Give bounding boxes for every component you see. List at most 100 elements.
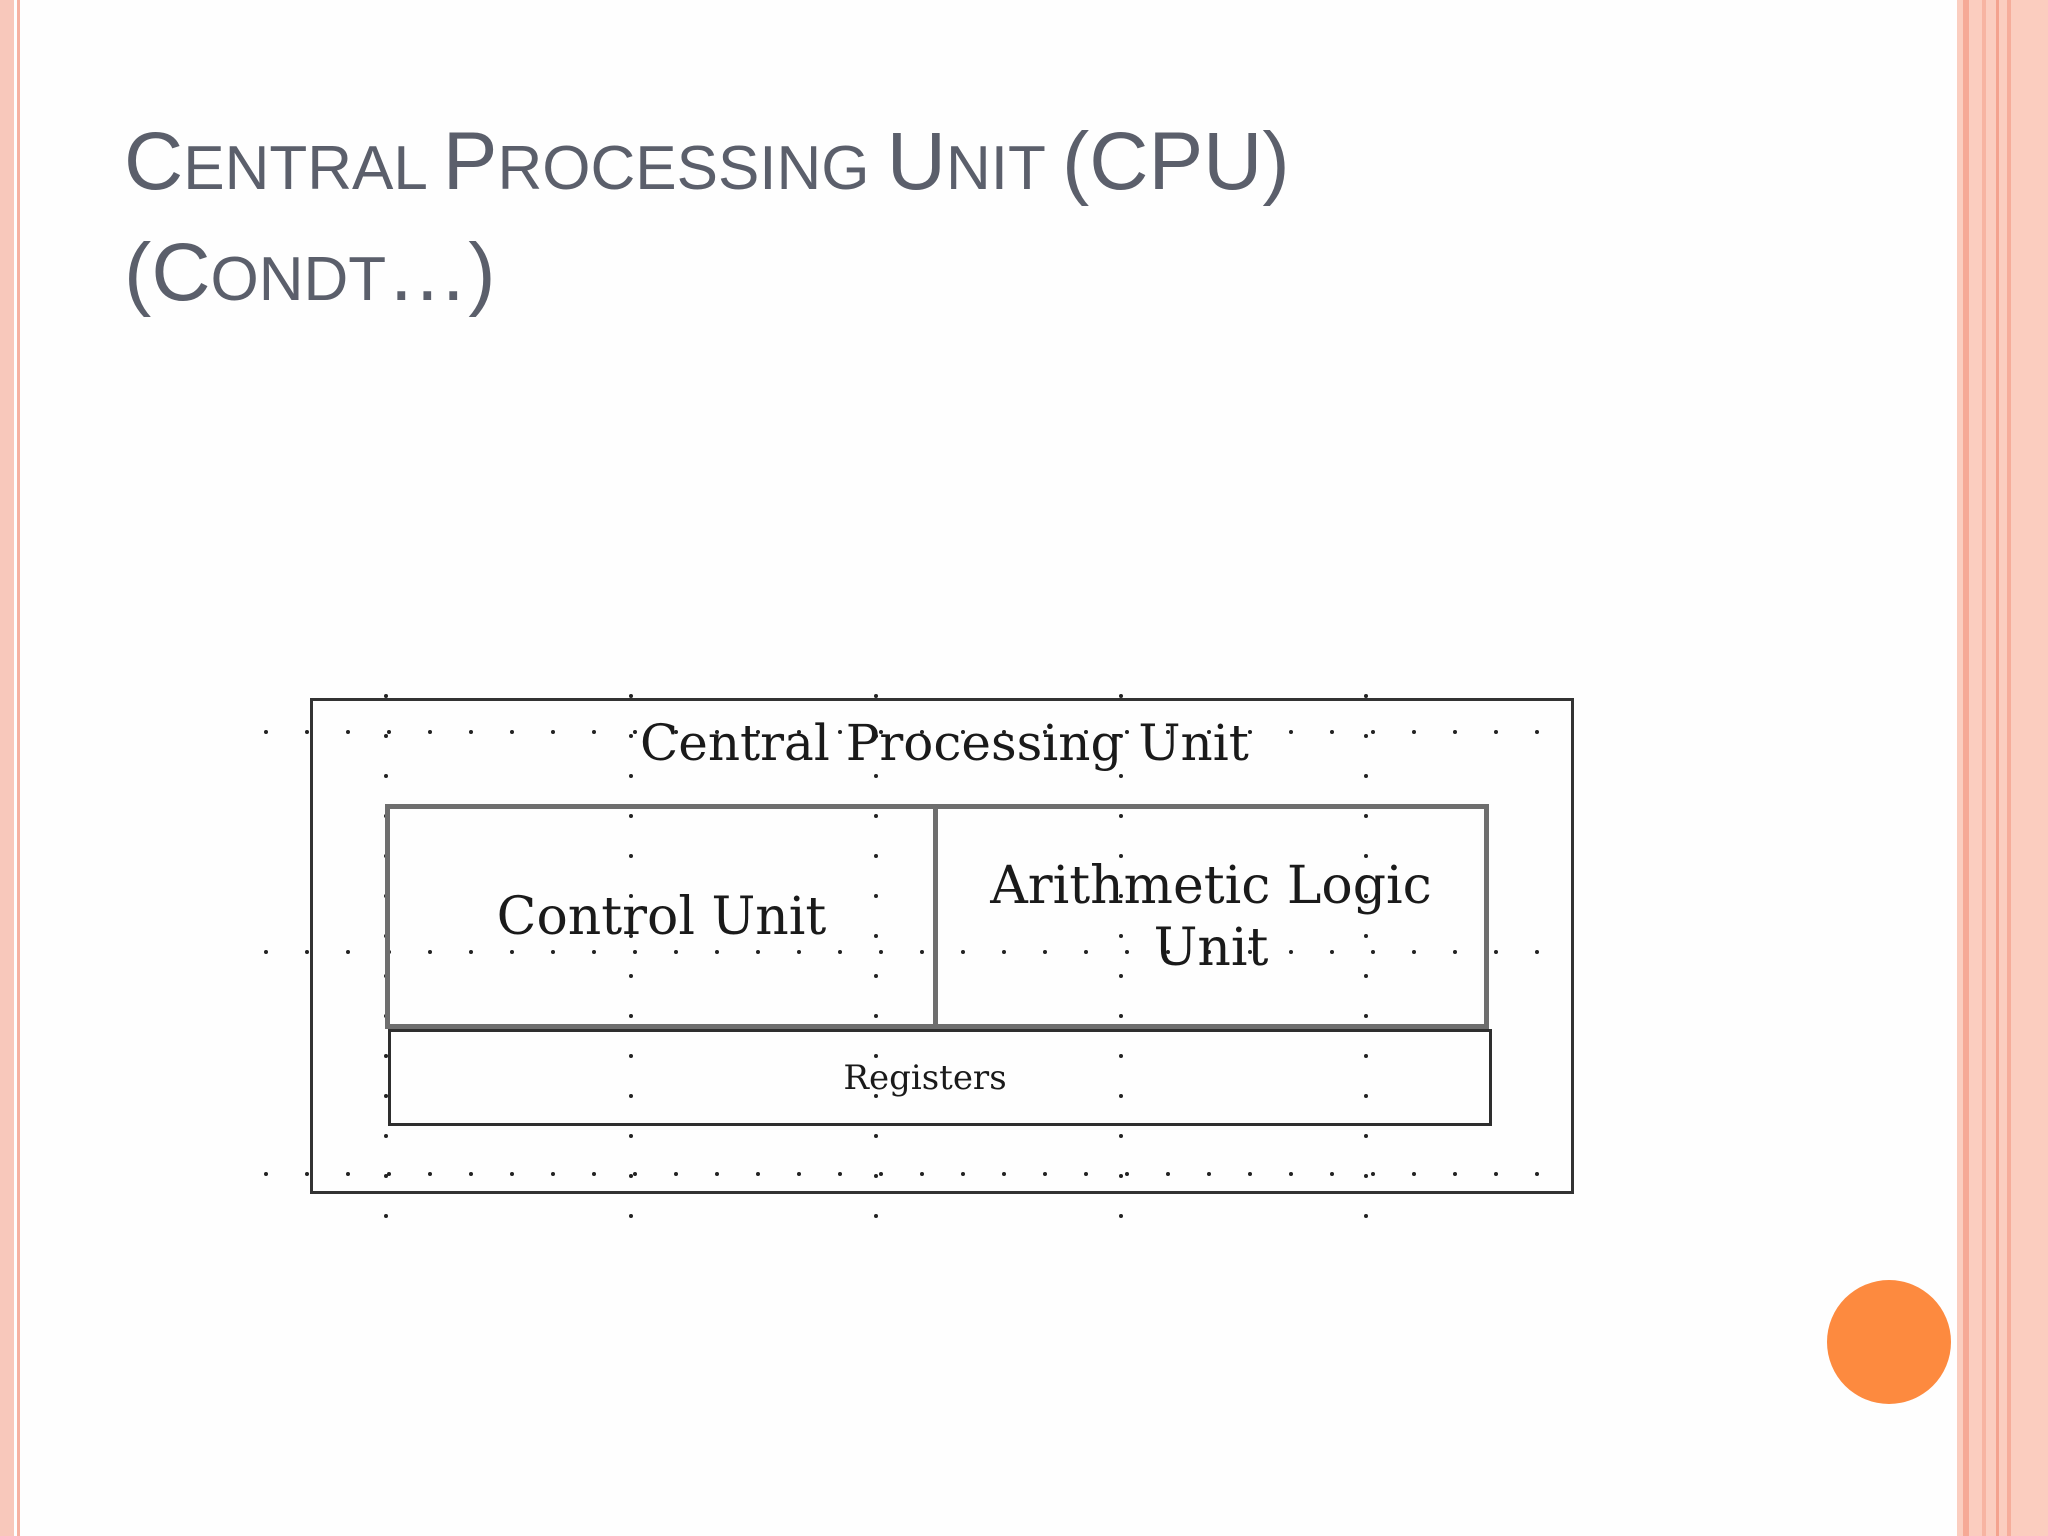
grid-dot	[797, 950, 801, 954]
title-cap: C	[151, 227, 211, 318]
grid-dot	[879, 1172, 883, 1176]
grid-dot	[797, 730, 801, 734]
grid-dot	[346, 950, 350, 954]
cpu-components-row: Control Unit Arithmetic Logic Unit	[385, 804, 1489, 1029]
grid-dot	[756, 950, 760, 954]
grid-dot	[629, 974, 633, 978]
grid-dot	[305, 1172, 309, 1176]
grid-dot	[384, 1134, 388, 1138]
alu-label-line-1: Arithmetic Logic	[990, 855, 1432, 916]
title-cap: P	[442, 116, 498, 207]
grid-dot	[551, 950, 555, 954]
grid-dot	[1119, 814, 1123, 818]
grid-dot	[1364, 814, 1368, 818]
grid-dot	[874, 1134, 878, 1138]
grid-dot	[838, 950, 842, 954]
grid-dot	[387, 1172, 391, 1176]
grid-dot	[1494, 730, 1498, 734]
grid-dot	[1084, 730, 1088, 734]
grid-dot	[1084, 1172, 1088, 1176]
grid-dot	[1371, 1172, 1375, 1176]
right-stripe	[2007, 0, 2011, 1536]
grid-dot	[264, 1172, 268, 1176]
grid-dot	[510, 950, 514, 954]
title-cap: C	[124, 116, 184, 207]
grid-dot	[874, 974, 878, 978]
grid-dot	[874, 774, 878, 778]
grid-dot	[1119, 1134, 1123, 1138]
title-smallcaps: ROCESSING	[497, 134, 887, 203]
grid-dot	[1535, 950, 1539, 954]
grid-dot	[1453, 1172, 1457, 1176]
grid-dot	[1289, 1172, 1293, 1176]
grid-dot	[838, 1172, 842, 1176]
grid-dot	[633, 1172, 637, 1176]
grid-dot	[469, 730, 473, 734]
orange-circle-decoration	[1827, 1280, 1951, 1404]
grid-dot	[384, 774, 388, 778]
grid-dot	[1364, 1214, 1368, 1218]
grid-dot	[1535, 1172, 1539, 1176]
left-decorative-border	[0, 0, 14, 1536]
grid-dot	[1364, 1094, 1368, 1098]
grid-dot	[629, 894, 633, 898]
grid-dot	[1002, 730, 1006, 734]
grid-dot	[879, 950, 883, 954]
title-line-1: CENTRAL PROCESSING UNIT (CPU)	[124, 110, 1624, 221]
grid-dot	[715, 950, 719, 954]
grid-dot	[920, 1172, 924, 1176]
left-decorative-line	[17, 0, 20, 1536]
grid-dot	[469, 950, 473, 954]
control-unit-label: Control Unit	[496, 886, 827, 947]
grid-dot	[1119, 694, 1123, 698]
grid-dot	[629, 1214, 633, 1218]
grid-dot	[1248, 950, 1252, 954]
grid-dot	[384, 1174, 388, 1178]
grid-dot	[629, 1014, 633, 1018]
grid-dot	[920, 950, 924, 954]
grid-dot	[1119, 854, 1123, 858]
grid-dot	[1330, 730, 1334, 734]
grid-dot	[1364, 1174, 1368, 1178]
title-tail: …)	[386, 227, 496, 318]
grid-dot	[920, 730, 924, 734]
grid-dot	[874, 734, 878, 738]
grid-dot	[1330, 1172, 1334, 1176]
grid-dot	[1119, 1094, 1123, 1098]
grid-dot	[551, 1172, 555, 1176]
cpu-diagram: Central Processing Unit Control Unit Ari…	[260, 690, 1600, 1230]
dot-grid-background	[264, 694, 1539, 1218]
alu-label: Arithmetic Logic Unit	[990, 855, 1432, 979]
grid-dot	[1364, 1134, 1368, 1138]
alu-label-line-2: Unit	[1153, 917, 1269, 978]
grid-dot	[1119, 1054, 1123, 1058]
grid-dot	[756, 1172, 760, 1176]
grid-dot	[1494, 1172, 1498, 1176]
grid-dot	[305, 950, 309, 954]
grid-dot	[1412, 1172, 1416, 1176]
grid-dot	[1166, 1172, 1170, 1176]
registers-label: Registers	[843, 1057, 1007, 1098]
grid-dot	[428, 730, 432, 734]
grid-dot	[874, 1094, 878, 1098]
grid-dot	[1125, 950, 1129, 954]
grid-dot	[1289, 950, 1293, 954]
grid-dot	[715, 730, 719, 734]
grid-dot	[1119, 1014, 1123, 1018]
grid-dot	[510, 730, 514, 734]
grid-dot	[961, 730, 965, 734]
grid-dot	[384, 1214, 388, 1218]
grid-dot	[264, 950, 268, 954]
grid-dot	[874, 934, 878, 938]
alu-box: Arithmetic Logic Unit	[938, 809, 1484, 1024]
title-smallcaps: NIT	[945, 134, 1062, 203]
grid-dot	[874, 1014, 878, 1018]
grid-dot	[797, 1172, 801, 1176]
grid-dot	[1364, 694, 1368, 698]
grid-dot	[1364, 894, 1368, 898]
grid-dot	[961, 1172, 965, 1176]
grid-dot	[1364, 974, 1368, 978]
grid-dot	[1371, 950, 1375, 954]
grid-dot	[592, 950, 596, 954]
